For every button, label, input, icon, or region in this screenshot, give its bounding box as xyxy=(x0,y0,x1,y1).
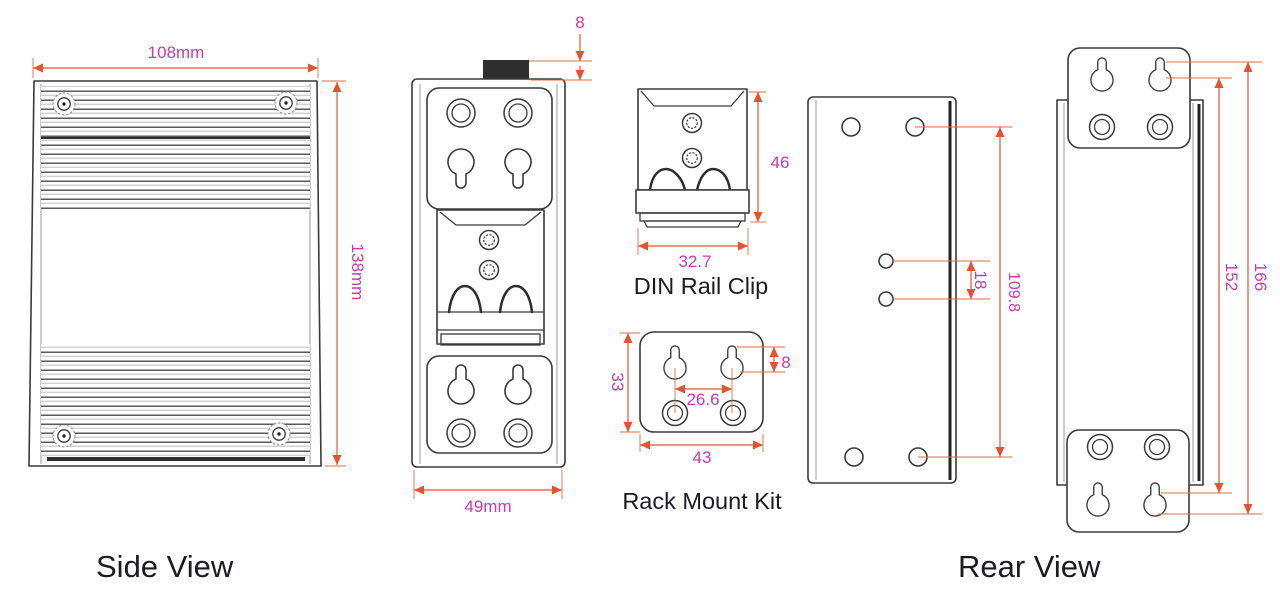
clip-spring-icon xyxy=(498,284,534,314)
rack-hole-spacing-label: 26.6 xyxy=(686,390,719,409)
clip-spring-icon xyxy=(695,167,732,192)
mount-hole-icon xyxy=(1143,433,1171,461)
dimension-clip-height-46: 46 xyxy=(749,91,790,223)
dimension-hole-spacing-26.6: 26.6 xyxy=(674,368,733,413)
dimension-hole-span-109.8: 109.8 xyxy=(915,126,1022,458)
rack-width-label: 43 xyxy=(693,448,712,467)
panel-hole-icon xyxy=(878,253,894,269)
clip-height-label: 46 xyxy=(771,153,790,172)
clip-rail-band xyxy=(635,189,750,214)
dimension-overall-166: 166 xyxy=(1158,61,1270,515)
rear-body xyxy=(1056,99,1204,486)
clip-rail-band xyxy=(639,212,746,222)
rack-mount-kit-caption: Rack Mount Kit xyxy=(622,488,782,514)
clip-screw-hole-icon xyxy=(681,112,703,134)
clip-trapezoid xyxy=(640,90,745,107)
din-clip-tab xyxy=(483,60,529,81)
mount-hole-icon xyxy=(1088,113,1116,141)
din-section-trapezoid xyxy=(439,211,542,226)
rear-bottom-bracket xyxy=(1066,429,1190,533)
mount-hole-icon xyxy=(1086,433,1114,461)
clip-width-label: 32.7 xyxy=(678,252,711,271)
side-view: 108mm 138mm Side View xyxy=(28,43,367,584)
dimension-slot-offset-8: 8 xyxy=(737,346,791,373)
mount-hole-icon xyxy=(446,418,476,448)
screw-icon xyxy=(52,424,76,448)
side-height-label: 138mm xyxy=(348,244,367,301)
clip-spring-icon xyxy=(447,284,483,314)
mount-hole-icon xyxy=(503,98,533,128)
front-top-plate xyxy=(426,87,553,210)
screw-icon xyxy=(267,422,291,446)
din-rail-clip-detail: 46 32.7 DIN Rail Clip xyxy=(634,88,790,299)
rear-view-with-brackets: 152 166 Rear View xyxy=(958,47,1270,584)
rack-mount-kit-detail: 33 8 26.6 43 Rack Mount Kit xyxy=(608,331,791,514)
dimension-width-108mm: 108mm xyxy=(32,43,319,78)
rear-hole-gap-label: 18 xyxy=(971,271,990,290)
side-view-caption: Side View xyxy=(96,549,234,584)
panel-hole-icon xyxy=(878,291,894,307)
dimension-tab-8: 8 xyxy=(529,13,592,81)
side-bottom-bar xyxy=(47,457,305,461)
side-width-label: 108mm xyxy=(148,43,205,62)
mount-hole-icon xyxy=(1146,113,1174,141)
dimension-height-138mm: 138mm xyxy=(322,80,367,467)
clip-spring-icon xyxy=(648,167,687,192)
dimension-keyhole-span-152: 152 xyxy=(1161,77,1241,494)
rear-view-caption: Rear View xyxy=(958,549,1101,584)
front-din-clip-section xyxy=(436,209,545,346)
rear-overall-height-label: 166 xyxy=(1251,263,1270,291)
dimension-rack-height-33: 33 xyxy=(608,332,640,433)
front-mounting-view: 8 49mm xyxy=(411,13,592,516)
rear-keyhole-span-label: 152 xyxy=(1222,263,1241,291)
screw-icon xyxy=(52,92,76,116)
dimension-clip-width-32.7: 32.7 xyxy=(637,228,749,271)
tab-height-label: 8 xyxy=(575,13,584,32)
screw-icon xyxy=(274,91,298,115)
rear-panel-body xyxy=(807,96,957,484)
side-top-fins xyxy=(41,86,310,210)
clip-screw-hole-icon xyxy=(478,259,500,281)
clip-rail-tail xyxy=(642,220,743,228)
dimension-width-49mm: 49mm xyxy=(413,470,563,516)
front-bottom-plate xyxy=(426,355,553,454)
clip-band xyxy=(440,333,541,346)
clip-screw-hole-icon xyxy=(681,147,703,169)
clip-screw-hole-icon xyxy=(478,229,500,251)
mount-hole-icon xyxy=(503,418,533,448)
din-rail-clip-caption: DIN Rail Clip xyxy=(634,273,769,299)
rear-hole-span-label: 109.8 xyxy=(1005,272,1022,312)
mount-hole-icon xyxy=(446,98,476,128)
panel-hole-icon xyxy=(844,447,864,467)
dimension-rack-width-43: 43 xyxy=(639,434,764,467)
dimension-hole-gap-18: 18 xyxy=(893,260,990,300)
front-width-label: 49mm xyxy=(464,497,511,516)
side-bottom-fins xyxy=(41,344,310,456)
mount-hole-icon xyxy=(719,399,747,427)
rack-height-label: 33 xyxy=(608,373,627,392)
rack-slot-offset-label: 8 xyxy=(781,353,790,372)
panel-hole-icon xyxy=(841,117,861,137)
rear-panel: 18 109.8 xyxy=(807,96,1022,484)
